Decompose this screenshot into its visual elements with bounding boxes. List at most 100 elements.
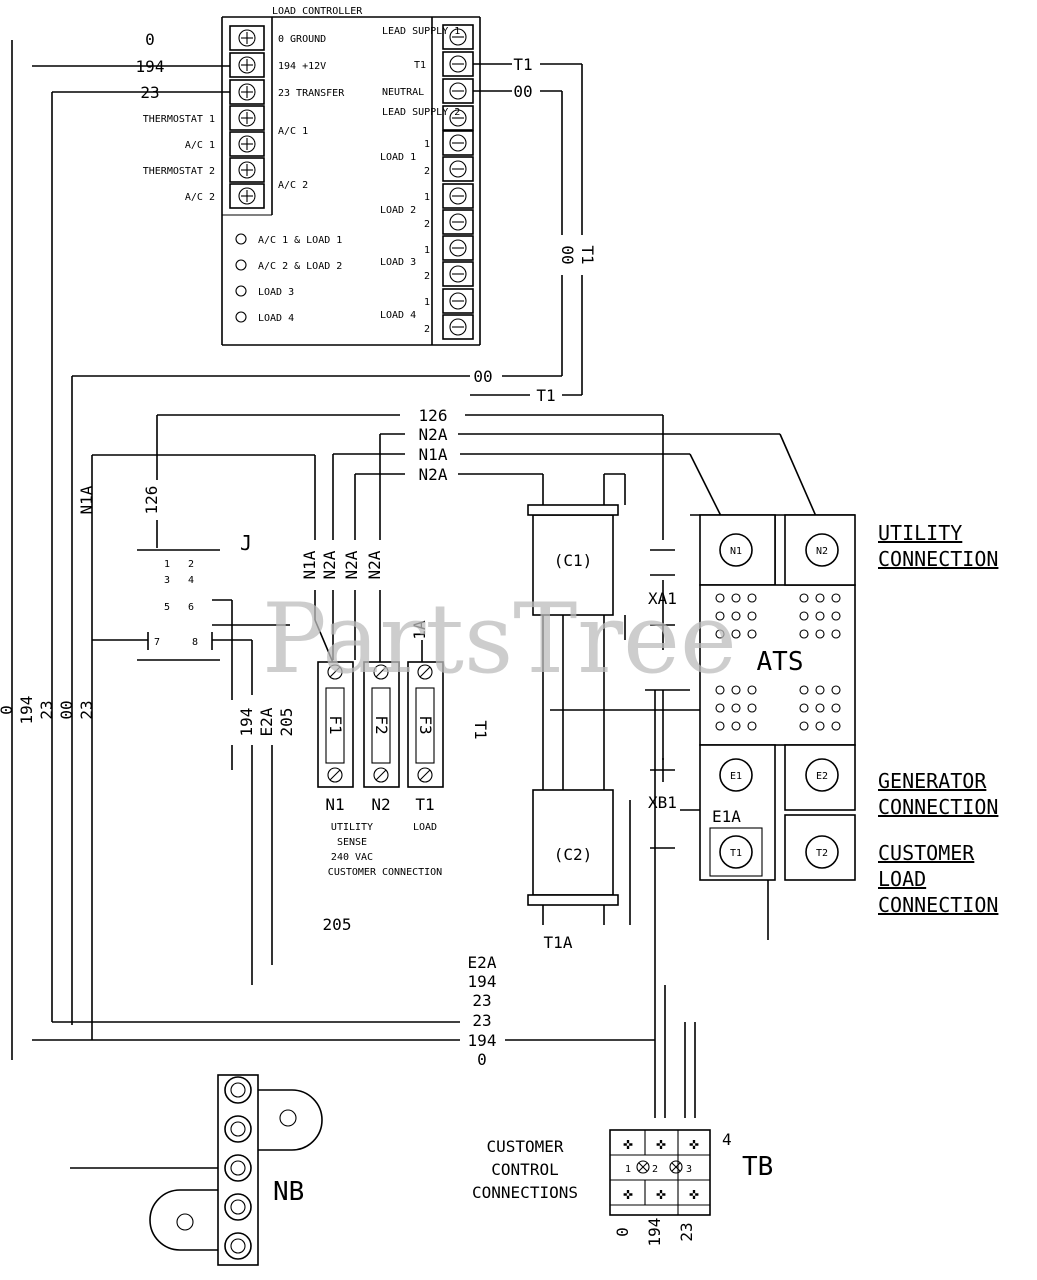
tb-caption-2: CONTROL — [491, 1160, 558, 1179]
wire-label-left-194: 194 — [17, 696, 36, 725]
fuse-caption-customer: CUSTOMER CONNECTION — [328, 867, 442, 878]
j-pin-5: 5 — [164, 602, 170, 613]
lc-load4-pin2: 2 — [424, 324, 430, 335]
right-terminal-strip — [442, 24, 474, 340]
svg-text:✜: ✜ — [623, 1134, 633, 1153]
wire-label-left-23: 23 — [37, 700, 56, 719]
j-pin-3: 3 — [164, 575, 170, 586]
bottom-bundle-0: 0 — [477, 1050, 487, 1069]
lc-label-load1: LOAD 1 — [380, 152, 416, 163]
ats-label: ATS — [757, 647, 804, 677]
wire-label-j-e2a: E2A — [257, 707, 276, 736]
tb-wire-23: 23 — [677, 1222, 696, 1241]
wire-label-left-23b: 23 — [77, 700, 96, 719]
wire-label-126-left: 126 — [142, 486, 161, 515]
wire-label-194-top: 194 — [136, 57, 165, 76]
wire-label-0-top: 0 — [145, 30, 155, 49]
ats-lug-n1: N1 — [730, 546, 742, 557]
wire-label-n1a-top: N1A — [419, 445, 448, 464]
fuse-terminal-n2: N2 — [371, 795, 390, 814]
wire-label-j-205: 205 — [277, 708, 296, 737]
contactor-c1-label: (C1) — [554, 551, 593, 570]
j-pin-4: 4 — [188, 575, 194, 586]
wire-label-bundle-n2a-1: N2A — [320, 550, 339, 579]
wire-label-00-vertical: 00 — [558, 245, 577, 264]
ats-e1a-label: E1A — [712, 807, 741, 826]
wire-label-n2a-top: N2A — [419, 425, 448, 444]
bottom-bundle-194-a: 194 — [468, 972, 497, 991]
connector-j-label: J — [240, 531, 252, 555]
wire-label-n1a-left: N1A — [77, 485, 96, 514]
partstree-watermark: PartsTree — [262, 583, 737, 695]
lc-load1-pin2: 2 — [424, 166, 430, 177]
ats-lug-t2: T2 — [816, 848, 828, 859]
contactor — [527, 504, 675, 906]
fuse-f3-label: F3 — [416, 715, 435, 734]
wiring — [11, 40, 855, 1169]
svg-text:✜: ✜ — [656, 1134, 666, 1153]
led-indicators — [235, 233, 247, 323]
wire-label-t1-return: T1 — [536, 386, 555, 405]
load-controller-title: LOAD CONTROLLER — [272, 6, 363, 17]
lc-label-ac2-in: A/C 2 — [278, 180, 308, 191]
wire-label-j-194: 194 — [237, 708, 256, 737]
lc-load3-pin1: 1 — [424, 245, 430, 256]
lc-load2-pin1: 1 — [424, 192, 430, 203]
lc-label-ac2-out: A/C 2 — [185, 192, 215, 203]
lc-label-neutral: NEUTRAL — [382, 87, 424, 98]
led-label-2: A/C 2 & LOAD 2 — [258, 261, 342, 272]
wire-label-left-00: 00 — [57, 700, 76, 719]
customer-load-label-1: CUSTOMER — [878, 841, 975, 865]
utility-connection-label-1: UTILITY — [878, 521, 962, 545]
j-pin-7: 7 — [154, 637, 160, 648]
contactor-xb1-label: XB1 — [648, 793, 677, 812]
svg-text:✜: ✜ — [689, 1134, 699, 1153]
customer-load-label-2: LOAD — [878, 867, 926, 891]
wire-label-t1-fuse: T1 — [471, 720, 490, 739]
fuse-block — [317, 661, 444, 788]
lc-load3-pin2: 2 — [424, 271, 430, 282]
left-terminal-strip — [229, 25, 265, 209]
ats-lug-t1: T1 — [730, 848, 742, 859]
tb-position-3: 3 — [686, 1164, 692, 1175]
j-pin-2: 2 — [188, 559, 194, 570]
wire-label-00-return: 00 — [473, 367, 492, 386]
lc-label-thermostat2: THERMOSTAT 2 — [143, 166, 215, 177]
tb-position-1: 1 — [625, 1164, 631, 1175]
ats-lug-e1: E1 — [730, 771, 742, 782]
tb-position-2: 2 — [652, 1164, 658, 1175]
wire-label-t1a: T1A — [544, 933, 573, 952]
wire-label-n2a-lower: N2A — [419, 465, 448, 484]
utility-connection-label-2: CONNECTION — [878, 547, 998, 571]
neutral-bar-label: NB — [273, 1177, 304, 1207]
wire-label-126-top: 126 — [419, 406, 448, 425]
customer-load-label-3: CONNECTION — [878, 893, 998, 917]
wire-label-left-0: 0 — [0, 705, 16, 715]
fuse-terminal-n1: N1 — [325, 795, 344, 814]
generator-connection-label-2: CONNECTION — [878, 795, 998, 819]
lc-label-load2: LOAD 2 — [380, 205, 416, 216]
fuse-f2-label: F2 — [372, 715, 391, 734]
lc-label-12v: 194 +12V — [278, 61, 326, 72]
load-controller: LOAD CONTROLLER 0 GROUND 194 +12V 23 TRA… — [143, 6, 481, 346]
svg-text:✜: ✜ — [623, 1184, 633, 1203]
fuse-caption-vac: 240 VAC — [331, 852, 373, 863]
wire-label-1a: 1A — [410, 620, 429, 640]
contactor-c2-label: (C2) — [554, 845, 593, 864]
j-pin-6: 6 — [188, 602, 194, 613]
fuse-terminal-t1: T1 — [415, 795, 434, 814]
lc-label-load3: LOAD 3 — [380, 257, 416, 268]
j-pin-1: 1 — [164, 559, 170, 570]
led-label-3: LOAD 3 — [258, 287, 294, 298]
led-label-1: A/C 1 & LOAD 1 — [258, 235, 342, 246]
fuse-caption-sense: SENSE — [337, 837, 367, 848]
tb-caption-3: CONNECTIONS — [472, 1183, 578, 1202]
lc-label-t1: T1 — [414, 60, 426, 71]
fuse-f1-label: F1 — [326, 715, 345, 734]
bottom-bundle-23-a: 23 — [472, 991, 491, 1010]
wire-label-bundle-n2a-2: N2A — [342, 550, 361, 579]
ats-lug-e2: E2 — [816, 771, 828, 782]
fuse-caption-load: LOAD — [413, 822, 437, 833]
fuse-caption-utility: UTILITY — [331, 822, 373, 833]
